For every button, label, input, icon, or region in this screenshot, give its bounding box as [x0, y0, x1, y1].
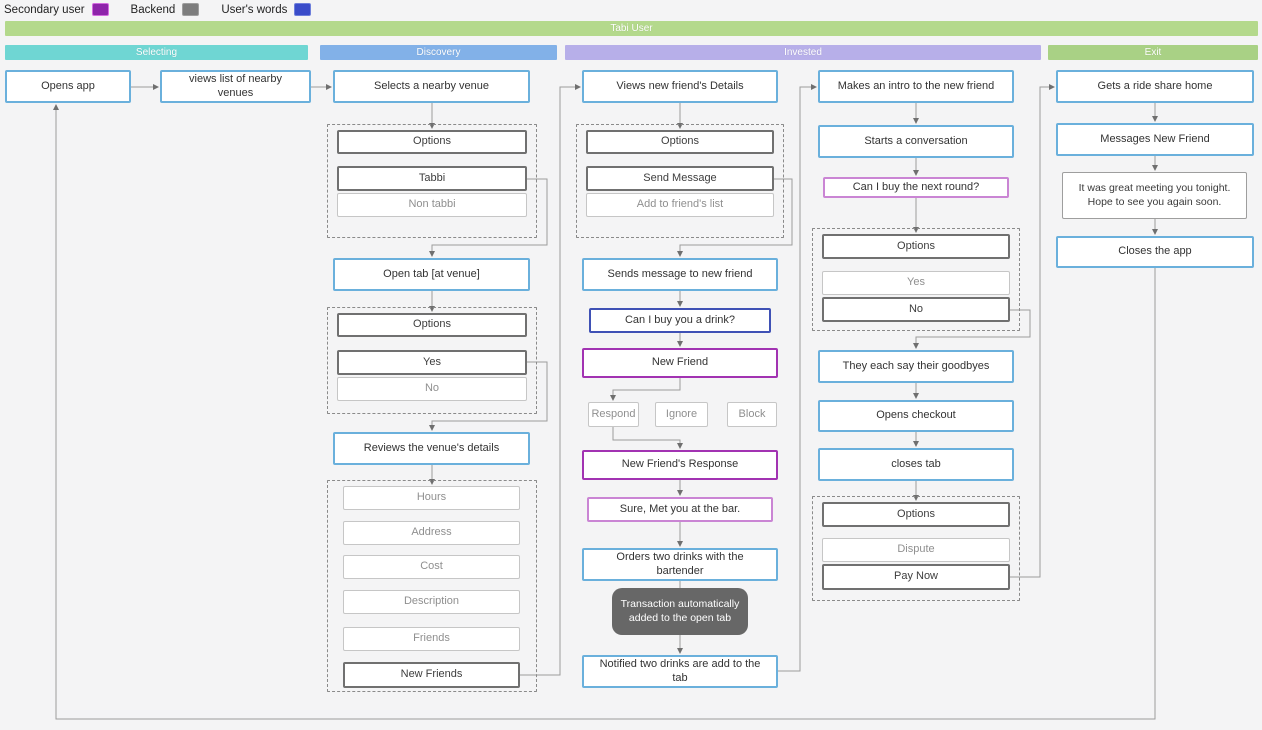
node-send-message[interactable]: Send Message [586, 166, 774, 191]
connector [610, 378, 681, 401]
node-goodbyes[interactable]: They each say their goodbyes [818, 350, 1014, 383]
node-address[interactable]: Address [343, 521, 520, 545]
node-dispute[interactable]: Dispute [822, 538, 1010, 562]
node-tabbi[interactable]: Tabbi [337, 166, 527, 191]
node-options-1[interactable]: Options [337, 130, 527, 154]
node-description[interactable]: Description [343, 590, 520, 614]
node-friends[interactable]: Friends [343, 627, 520, 651]
option-group-frame [812, 496, 1020, 601]
node-non-tabbi[interactable]: Non tabbi [337, 193, 527, 217]
connector [1010, 84, 1055, 578]
node-open-tab[interactable]: Open tab [at venue] [333, 258, 530, 291]
node-opens-checkout[interactable]: Opens checkout [818, 400, 1014, 432]
node-block[interactable]: Block [727, 402, 777, 427]
node-options-c[interactable]: Options [822, 502, 1010, 527]
node-cost[interactable]: Cost [343, 555, 520, 579]
node-yes-2[interactable]: Yes [822, 271, 1010, 295]
legend-item: User's words [221, 3, 312, 16]
node-messages-nf[interactable]: Messages New Friend [1056, 123, 1254, 156]
node-new-friend[interactable]: New Friend [582, 348, 778, 378]
option-group-frame [576, 124, 784, 238]
lane-header-exit: Exit [1048, 45, 1258, 60]
node-opens-app[interactable]: Opens app [5, 70, 131, 103]
node-makes-intro[interactable]: Makes an intro to the new friend [818, 70, 1014, 103]
node-sure-met[interactable]: Sure, Met you at the bar. [587, 497, 773, 522]
legend-label: Secondary user [4, 3, 85, 16]
lane-header-invested: Invested [565, 45, 1041, 60]
node-ride-share[interactable]: Gets a ride share home [1056, 70, 1254, 103]
legend-color-swatch [182, 3, 200, 16]
option-group-frame [812, 228, 1020, 331]
node-next-round[interactable]: Can I buy the next round? [823, 177, 1009, 198]
node-reviews-details[interactable]: Reviews the venue's details [333, 432, 530, 465]
connector [53, 104, 1156, 720]
connector [429, 178, 548, 257]
node-yes-1[interactable]: Yes [337, 350, 527, 375]
legend-item: Secondary user [4, 3, 109, 16]
legend-label: User's words [221, 3, 288, 16]
node-pay-now[interactable]: Pay Now [822, 564, 1010, 590]
legend-item: Backend [131, 3, 200, 16]
node-orders-drinks[interactable]: Orders two drinks with the bartender [582, 548, 778, 581]
node-can-i-buy-drink[interactable]: Can I buy you a drink? [589, 308, 771, 333]
legend: Secondary user Backend User's words [4, 2, 312, 17]
legend-color-swatch [91, 3, 109, 16]
node-notified[interactable]: Notified two drinks are add to the tab [582, 655, 778, 688]
node-respond[interactable]: Respond [588, 402, 639, 427]
option-group-frame [327, 480, 537, 692]
node-views-list[interactable]: views list of nearby venues [160, 70, 311, 103]
node-starts-convo[interactable]: Starts a conversation [818, 125, 1014, 158]
lane-header-selecting: Selecting [5, 45, 308, 60]
node-hours[interactable]: Hours [343, 486, 520, 510]
connector [612, 427, 683, 449]
legend-color-swatch [294, 3, 312, 16]
node-sends-message[interactable]: Sends message to new friend [582, 258, 778, 291]
node-great-meeting[interactable]: It was great meeting you tonight. Hope t… [1062, 172, 1247, 219]
node-views-details[interactable]: Views new friend's Details [582, 70, 778, 103]
node-no-1[interactable]: No [337, 377, 527, 401]
option-group-frame [327, 307, 537, 414]
option-group-frame [327, 124, 537, 238]
node-closes-tab[interactable]: closes tab [818, 448, 1014, 481]
connector [778, 84, 817, 672]
node-options-a[interactable]: Options [586, 130, 774, 154]
legend-label: Backend [130, 3, 176, 16]
node-options-2[interactable]: Options [337, 313, 527, 337]
persona-banner: Tabi User [5, 21, 1258, 36]
node-add-to-friends[interactable]: Add to friend's list [586, 193, 774, 217]
connector [677, 178, 793, 257]
node-selects-venue[interactable]: Selects a nearby venue [333, 70, 530, 103]
node-ignore[interactable]: Ignore [655, 402, 708, 427]
node-no-2[interactable]: No [822, 297, 1010, 322]
node-options-b[interactable]: Options [822, 234, 1010, 259]
connector [913, 309, 1031, 349]
connector [429, 361, 548, 431]
lane-header-discovery: Discovery [320, 45, 557, 60]
node-backend-note[interactable]: Transaction automatically added to the o… [612, 588, 748, 635]
connector [520, 84, 581, 676]
node-new-friends[interactable]: New Friends [343, 662, 520, 688]
node-closes-app[interactable]: Closes the app [1056, 236, 1254, 268]
node-nf-response[interactable]: New Friend's Response [582, 450, 778, 480]
